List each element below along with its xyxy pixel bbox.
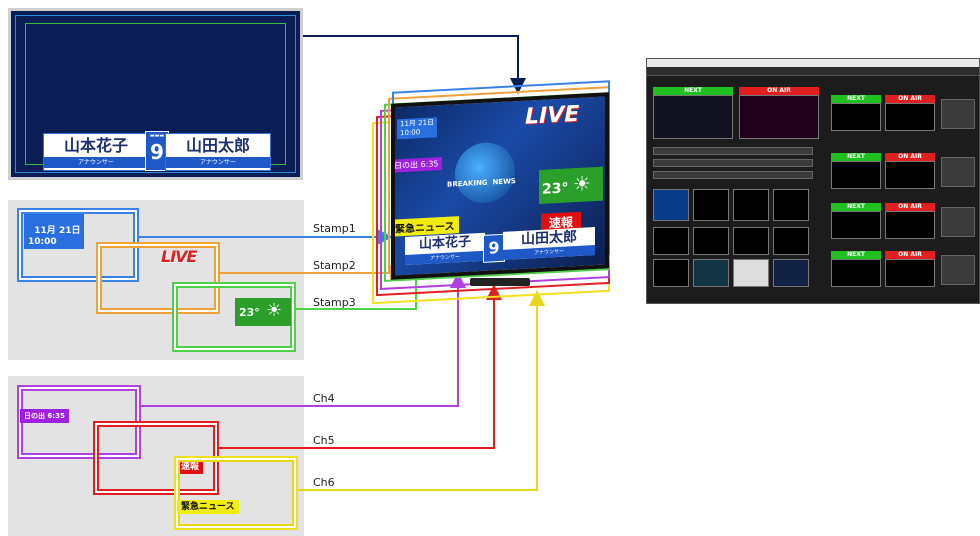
side-controls-4[interactable] [941,255,975,285]
source-thumb-8[interactable] [773,227,809,255]
switcher-titlebar [647,59,979,67]
source-thumb-4[interactable] [773,189,809,221]
ch4-onair [885,259,935,287]
ch4-next [831,259,881,287]
label-ch4: Ch4 [313,392,335,405]
role-right: アナウンサー [166,157,270,168]
stamp1-frame [17,208,139,282]
safe-area-outer [15,15,296,173]
source-thumb-9[interactable] [653,259,689,287]
breaking-stamp: 速報 [177,460,204,474]
onair-bar-ch4: ON AIR [885,251,935,259]
tv-live-logo: LIVE [525,101,580,130]
label-ch6: Ch6 [313,476,335,489]
next-bar-ch2: NEXT [831,153,881,161]
name-right: 山田太郎 [185,136,250,155]
label-stamp3: Stamp3 [313,296,356,309]
lower-third-preview: 山本花子 アナウンサー ▬▬▬ 9 山田太郎 アナウンサー [8,8,303,180]
globe-graphic [455,141,515,205]
ch1-onair [885,103,935,131]
temperature: 23° [239,306,260,319]
control-button-row-2[interactable] [653,159,813,167]
source-thumb-7[interactable] [733,227,769,255]
side-controls-3[interactable] [941,207,975,237]
ch1-next [831,103,881,131]
switcher-window: NEXT ON AIR NEXT ON AIR NEXT ON AIR NEXT… [646,58,980,304]
source-thumb-11[interactable] [733,259,769,287]
program-main [739,95,819,139]
source-thumb-6[interactable] [693,227,729,255]
urgent-news-stamp: 緊急ニュース [177,500,239,514]
preview-main [653,95,733,139]
sun-icon: ☀ [266,300,283,321]
tv-sun-icon: ☀ [573,171,591,197]
live-logo: LIVE [161,247,197,266]
name-card-left: 山本花子 アナウンサー [43,133,149,171]
label-stamp2: Stamp2 [313,259,356,272]
name-left: 山本花子 [63,136,128,155]
ch3-onair [885,211,935,239]
tv-time: 11月 21日 10:00 [397,117,438,140]
role-left: アナウンサー [44,157,148,168]
ch5-frame [93,421,219,495]
source-thumb-12[interactable] [773,259,809,287]
source-thumb-5[interactable] [653,227,689,255]
side-controls-2[interactable] [941,157,975,187]
connector-ch4 [141,272,466,407]
label-stamp1: Stamp1 [313,222,356,235]
tv-sunrise: 日の出 6:35 [391,157,442,173]
next-bar-ch3: NEXT [831,203,881,211]
source-thumb-10[interactable] [693,259,729,287]
tv-name-left: 山本花子 アナウンサー [405,232,485,265]
connector-lower-third [303,35,526,94]
onair-bar-ch1: ON AIR [885,95,935,103]
ch3-next [831,211,881,239]
tv-weather: 23° ☀ [539,166,603,204]
source-thumb-3[interactable] [733,189,769,221]
connector-stamp3 [296,264,424,310]
stamp3-frame [172,282,296,352]
ch2-next [831,161,881,189]
weather-stamp: 23° ☀ [235,298,291,326]
control-button-row-3[interactable] [653,171,813,179]
onair-bar-ch3: ON AIR [885,203,935,211]
connector-ch5 [219,284,502,449]
stamp2-frame [96,242,220,314]
channel-number: 9 [150,140,164,164]
label-ch5: Ch5 [313,434,335,447]
tv-stand [470,278,530,286]
connector-ch6 [298,290,545,491]
side-controls-1[interactable] [941,99,975,129]
tv-channel: 9 [483,233,505,263]
onair-bar-ch2: ON AIR [885,153,935,161]
tv-temperature: 23° [542,180,569,198]
next-bar-main: NEXT [653,87,733,95]
tv-urgent: 緊急ニュース [391,216,459,237]
onair-bar-main: ON AIR [739,87,819,95]
source-thumb-1[interactable] [653,189,689,221]
tv-screen: BREAKING NEWS 11月 21日 10:00 LIVE 日の出 6:3… [391,92,609,280]
control-button-row-1[interactable] [653,147,813,155]
name-card-right: 山田太郎 アナウンサー [165,133,271,171]
sunrise-stamp: 日の出 6:35 [20,409,69,423]
tv-name-right: 山田太郎 アナウンサー [503,227,595,260]
source-thumb-2[interactable] [693,189,729,221]
switcher-toolbar [647,67,979,76]
ch6-frame [174,456,298,530]
time-stamp: 11月 21日 10:00 [24,214,85,249]
next-bar-ch4: NEXT [831,251,881,259]
ch2-onair [885,161,935,189]
next-bar-ch1: NEXT [831,95,881,103]
